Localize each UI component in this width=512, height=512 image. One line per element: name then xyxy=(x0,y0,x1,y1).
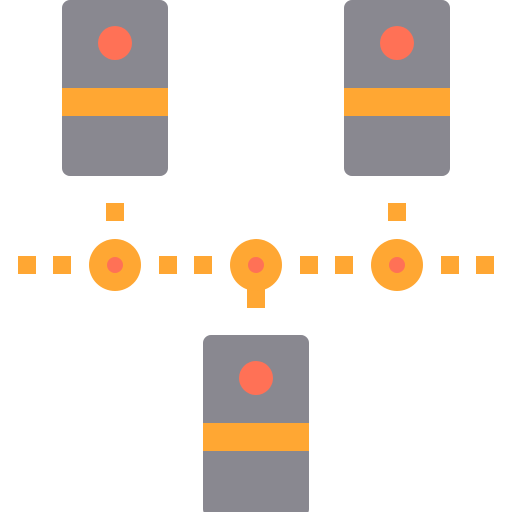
node-center xyxy=(248,257,264,273)
network-node-right-icon xyxy=(371,239,423,291)
connector-dot xyxy=(194,256,212,274)
connector-dot xyxy=(476,256,494,274)
server-indicator-light xyxy=(239,361,273,395)
connector-dot xyxy=(53,256,71,274)
connector-dot xyxy=(106,203,124,221)
server-indicator-light xyxy=(98,26,132,60)
connector-dot xyxy=(159,256,177,274)
server-band xyxy=(62,88,168,116)
connector-dot xyxy=(300,256,318,274)
connector-dot xyxy=(388,203,406,221)
node-center xyxy=(389,257,405,273)
server-band xyxy=(344,88,450,116)
connector-dot xyxy=(18,256,36,274)
server-band xyxy=(203,423,309,451)
connector-dot xyxy=(441,256,459,274)
server-top-right-icon xyxy=(344,0,450,176)
server-indicator-light xyxy=(380,26,414,60)
network-node-center-icon xyxy=(230,239,282,291)
connector-dot xyxy=(335,256,353,274)
server-bottom-icon xyxy=(203,335,309,512)
node-center xyxy=(107,257,123,273)
network-node-left-icon xyxy=(89,239,141,291)
server-top-left-icon xyxy=(62,0,168,176)
network-bus-dotted-line xyxy=(18,256,494,274)
